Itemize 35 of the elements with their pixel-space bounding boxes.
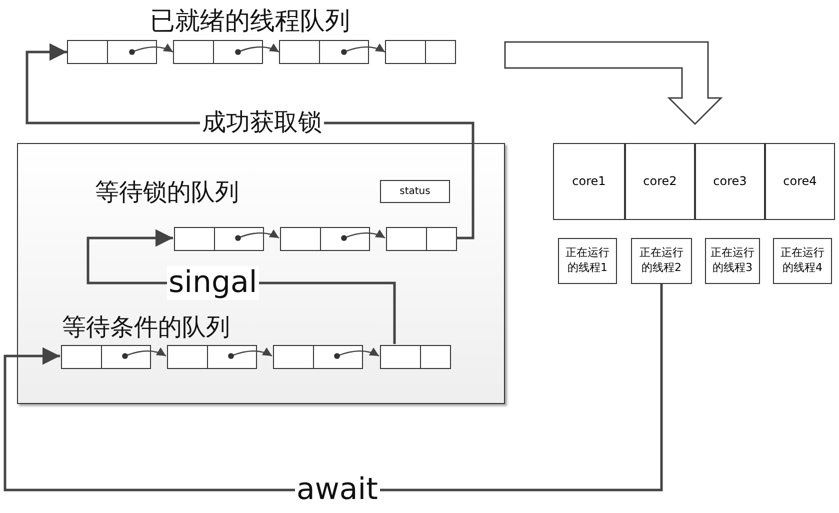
pointer-arrow bbox=[235, 44, 280, 55]
pointer-arrow bbox=[228, 348, 272, 359]
list-node bbox=[174, 227, 264, 251]
list-node bbox=[280, 227, 370, 251]
list-node bbox=[67, 40, 157, 64]
pointer-arrow bbox=[235, 230, 280, 241]
edge-label: singal bbox=[166, 266, 260, 300]
list-node bbox=[173, 40, 263, 64]
core-box: core2 bbox=[625, 143, 695, 220]
thread-box: 正在运行的线程4 bbox=[773, 238, 832, 284]
list-node bbox=[279, 40, 369, 64]
queue-label: 等待锁的队列 bbox=[95, 177, 239, 208]
arrow bbox=[4, 284, 663, 492]
list-node bbox=[386, 227, 457, 251]
list-node bbox=[380, 345, 451, 369]
list-node bbox=[385, 40, 456, 64]
pointer-arrow bbox=[334, 348, 380, 359]
thread-box: 正在运行的线程2 bbox=[631, 238, 692, 284]
status-box: status bbox=[380, 180, 450, 203]
queue-label: 等待条件的队列 bbox=[62, 312, 230, 343]
pointer-arrow bbox=[341, 230, 386, 241]
pointer-arrow bbox=[122, 348, 166, 359]
core-box: core3 bbox=[695, 143, 765, 220]
queue-title: 已就绪的线程队列 bbox=[150, 5, 350, 37]
pointer-arrow bbox=[341, 44, 386, 55]
queue-panel bbox=[17, 143, 505, 404]
thread-box: 正在运行的线程1 bbox=[558, 238, 617, 284]
block-arrow bbox=[504, 41, 723, 126]
core-box: core4 bbox=[765, 143, 835, 220]
thread-box: 正在运行的线程3 bbox=[705, 238, 760, 284]
pointer-arrow bbox=[129, 44, 174, 55]
list-node bbox=[273, 345, 363, 369]
list-node bbox=[61, 345, 151, 369]
list-node bbox=[167, 345, 257, 369]
core-box: core1 bbox=[553, 143, 625, 220]
